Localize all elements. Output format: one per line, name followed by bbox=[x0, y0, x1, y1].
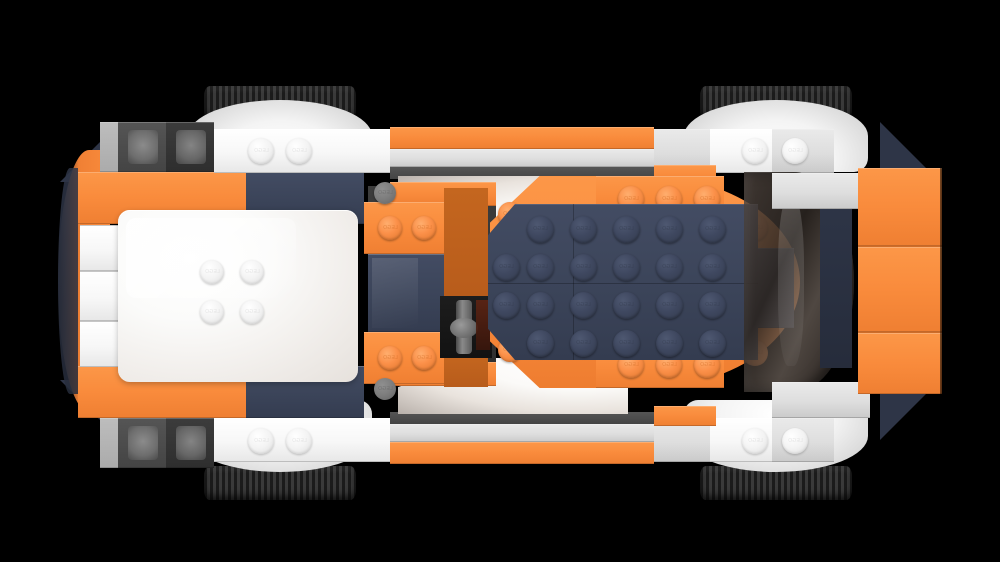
right-edge-shadow bbox=[940, 168, 946, 394]
stud-fender-rl-1: LEGO bbox=[248, 428, 274, 454]
stud-roof-r2c2: LEGO bbox=[570, 254, 597, 281]
stud-roof-r1c4: LEGO bbox=[656, 216, 683, 243]
stud-roof-r4c1: LEGO bbox=[527, 330, 554, 357]
stud-pin-top: LEGO bbox=[374, 182, 396, 204]
stud-roof-r2c3: LEGO bbox=[613, 254, 640, 281]
engine-red-glow bbox=[476, 300, 490, 350]
side-tile-fl-1 bbox=[80, 225, 124, 271]
stud-roof-r4c2: LEGO bbox=[570, 330, 597, 357]
console-navy-tile bbox=[368, 254, 444, 332]
stud-roof-r3c3: LEGO bbox=[613, 292, 640, 319]
stud-console-l1: LEGO bbox=[378, 346, 402, 370]
stud-hood-4: LEGO bbox=[240, 300, 264, 324]
stud-roof-r2c0: LEGO bbox=[493, 254, 520, 281]
stud-fender-fl-1: LEGO bbox=[248, 138, 274, 164]
stud-fender-fl-2: LEGO bbox=[286, 138, 312, 164]
stud-roof-r2c4: LEGO bbox=[656, 254, 683, 281]
stud-roof-r3c1: LEGO bbox=[527, 292, 554, 319]
engine-pillar bbox=[444, 188, 488, 298]
roof-seam-horizontal bbox=[488, 283, 758, 284]
center-stripe-gray-top bbox=[390, 149, 654, 167]
stud-fender-fr-2: LEGO bbox=[782, 138, 808, 164]
stud-pin-bottom: LEGO bbox=[374, 378, 396, 400]
headlight-lens-ui bbox=[128, 130, 158, 164]
stud-fender-rr-1: LEGO bbox=[742, 428, 768, 454]
stud-console-u2: LEGO bbox=[412, 216, 436, 240]
stud-roof-r2c1: LEGO bbox=[527, 254, 554, 281]
fender-tile-rl-c bbox=[334, 418, 390, 462]
headlight-lens-lo bbox=[176, 426, 206, 460]
nose-trim-left bbox=[58, 168, 78, 394]
roof-seam-vertical bbox=[573, 204, 574, 360]
stud-roof-r1c2: LEGO bbox=[570, 216, 597, 243]
stud-roof-r4c4: LEGO bbox=[656, 330, 683, 357]
stud-roof-r1c1: LEGO bbox=[527, 216, 554, 243]
stud-roof-r1c5: LEGO bbox=[699, 216, 726, 243]
rear-orange-block-2 bbox=[858, 246, 942, 332]
stud-roof-r3c2: LEGO bbox=[570, 292, 597, 319]
center-stripe-gray-bottom bbox=[390, 424, 654, 442]
stud-console-l2: LEGO bbox=[412, 346, 436, 370]
rear-orange-block-1 bbox=[858, 168, 942, 246]
stud-roof-r1c3: LEGO bbox=[613, 216, 640, 243]
stud-fender-rl-2: LEGO bbox=[286, 428, 312, 454]
rear-gray-panel-top bbox=[772, 173, 834, 209]
stud-roof-r4c5: LEGO bbox=[699, 330, 726, 357]
stud-roof-r2c5: LEGO bbox=[699, 254, 726, 281]
rear-gray-panel-bottom bbox=[772, 382, 834, 418]
console-navy-sheen bbox=[372, 258, 418, 328]
side-tile-fl-2 bbox=[80, 271, 124, 321]
stud-roof-r3c5: LEGO bbox=[699, 292, 726, 319]
engine-pillar-lower bbox=[444, 355, 488, 387]
rear-navy-strip bbox=[820, 196, 852, 368]
stud-fender-rr-2: LEGO bbox=[782, 428, 808, 454]
stud-roof-r4c3: LEGO bbox=[613, 330, 640, 357]
fender-tile-fl-c bbox=[334, 129, 390, 173]
center-stripe-dark-bottom bbox=[390, 412, 654, 424]
headlight-bracket-bottom bbox=[100, 418, 118, 468]
headlight-lens-uo bbox=[176, 130, 206, 164]
stud-hood-3: LEGO bbox=[200, 300, 224, 324]
center-stripe-orange-top bbox=[390, 127, 654, 149]
rear-orange-block-3 bbox=[858, 332, 942, 394]
headlight-lens-li bbox=[128, 426, 158, 460]
stud-roof-r3c0: LEGO bbox=[493, 292, 520, 319]
stud-roof-r3c4: LEGO bbox=[656, 292, 683, 319]
engine-axle-hub bbox=[450, 318, 478, 338]
hood-plate bbox=[118, 210, 358, 382]
stud-console-u1: LEGO bbox=[378, 216, 402, 240]
center-stripe-orange-bottom bbox=[390, 442, 654, 464]
stud-hood-1: LEGO bbox=[200, 260, 224, 284]
stud-hood-2: LEGO bbox=[240, 260, 264, 284]
side-tile-fl-3 bbox=[80, 321, 124, 367]
stud-fender-fr-1: LEGO bbox=[742, 138, 768, 164]
roof-tab-bottom-right bbox=[654, 406, 716, 426]
tire-rear-right bbox=[700, 466, 852, 500]
headlight-bracket-top bbox=[100, 122, 118, 172]
